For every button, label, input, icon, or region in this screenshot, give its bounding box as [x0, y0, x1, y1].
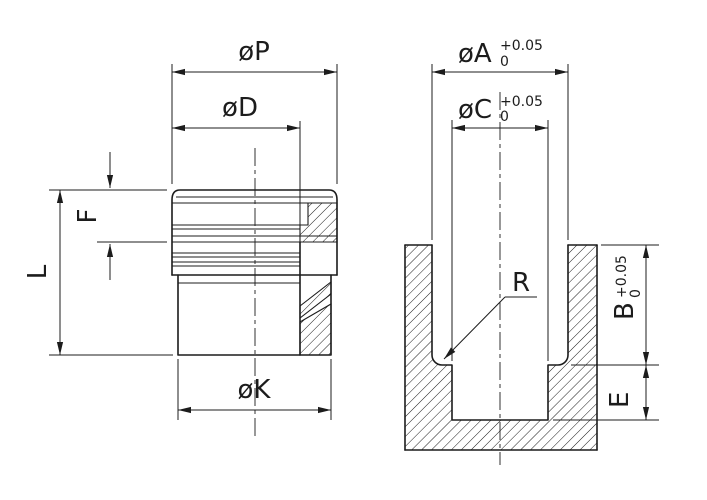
dim-label-R: R — [512, 268, 530, 298]
left-view-dimensions: øP øD øK L F — [23, 37, 338, 420]
left-view-section-hatching — [299, 202, 338, 356]
dim-label-C-tol-upper: +0.05 — [500, 94, 543, 110]
dim-label-B-tol-lower: 0 — [628, 289, 644, 298]
dim-label-A: øA — [458, 39, 492, 69]
dim-label-B: B — [610, 302, 640, 320]
leader-line-R — [443, 296, 506, 360]
dim-label-L: L — [23, 264, 53, 279]
dim-label-C: øC — [458, 95, 492, 125]
right-view-part-outline — [404, 244, 598, 451]
dim-label-P: øP — [238, 37, 270, 67]
right-view: øA +0.05 0 øC +0.05 0 B +0.05 0 E — [404, 38, 659, 465]
dim-label-K: øK — [238, 375, 272, 405]
dim-label-F: F — [73, 209, 103, 224]
dim-label-A-tol-upper: +0.05 — [500, 38, 543, 54]
dim-label-C-tol-lower: 0 — [500, 109, 509, 125]
right-view-dimensions: øA +0.05 0 øC +0.05 0 B +0.05 0 E — [431, 38, 659, 421]
left-view-detail-lines — [172, 196, 337, 284]
dim-label-B-tol-upper: +0.05 — [614, 255, 630, 298]
left-view: øP øD øK L F — [23, 37, 338, 438]
dim-label-A-tol-lower: 0 — [500, 54, 509, 70]
right-view-section-hatching — [405, 245, 597, 450]
dim-label-D: øD — [222, 93, 258, 123]
dim-label-E: E — [605, 392, 635, 408]
